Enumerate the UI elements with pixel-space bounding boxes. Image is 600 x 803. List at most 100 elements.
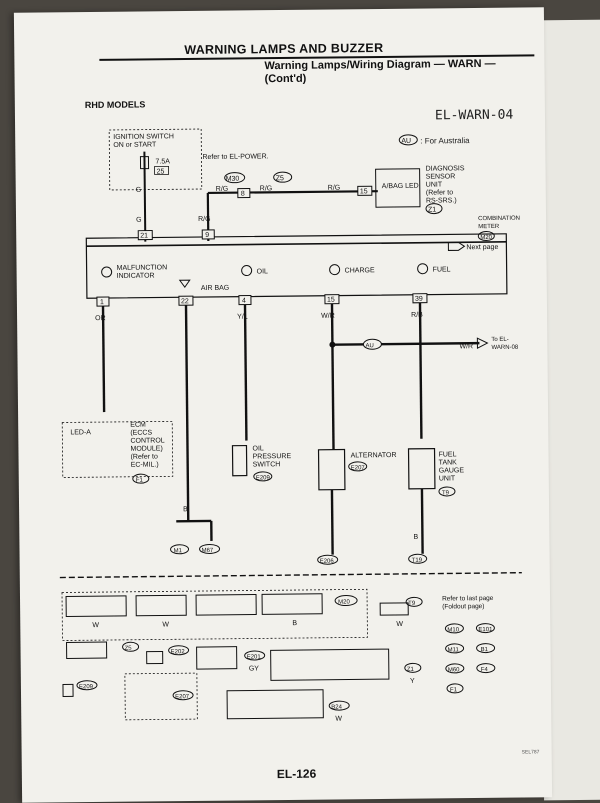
fuel-line: TANK: [439, 459, 458, 466]
terminal-label: 39: [415, 296, 423, 303]
wire-wr: [332, 304, 334, 450]
ecm-led-label: LED-A: [70, 429, 91, 436]
ref-label: B1: [481, 647, 489, 653]
connector-face: [380, 603, 408, 615]
ref-label: F1: [450, 687, 458, 693]
terminal-label: 15: [327, 297, 335, 304]
oil-switch-line: PRESSURE: [253, 453, 292, 460]
au-badge-text: AU: [365, 343, 373, 349]
connector-label: E209: [256, 475, 271, 481]
wire-b-fuel: [422, 489, 423, 554]
fuel-line: GAUGE: [439, 467, 465, 474]
connector-color: W: [396, 621, 403, 628]
ref-label: M60: [448, 667, 460, 673]
diag-line: SENSOR: [426, 173, 456, 180]
connector-label: Z5: [125, 646, 133, 652]
connector-label: Z1: [407, 667, 415, 673]
indicator-label: INDICATOR: [117, 273, 155, 280]
wire-wr-branch: [332, 343, 479, 345]
connector-face: [136, 595, 186, 616]
indicator-label: MALFUNCTION: [117, 264, 168, 272]
terminal-label: 4: [242, 298, 246, 305]
terminal-label: 9: [205, 232, 209, 239]
airbag-led-label: A/BAG LED: [382, 183, 419, 190]
ref-label: F4: [481, 667, 489, 673]
fuse-number: 25: [157, 168, 165, 175]
connector-color: B: [292, 620, 297, 627]
ignition-line2: ON or START: [113, 141, 157, 148]
next-page-label: Next page: [466, 244, 498, 251]
wire-color: R/G: [328, 185, 341, 192]
wire-color: W/R: [321, 313, 335, 320]
oil-switch-line: OIL: [252, 445, 263, 452]
connector-face: [63, 684, 73, 696]
connector-label: M20: [480, 235, 492, 241]
wire-rg: [208, 191, 378, 193]
ecm-line: EC-MIL.): [131, 461, 159, 468]
diag-line: (Refer to: [426, 189, 453, 196]
fuel-lamp-icon: [418, 264, 428, 274]
ref-label: WARN-08: [491, 345, 519, 351]
connector-label: B24: [331, 705, 342, 711]
connector-color: GY: [249, 665, 260, 672]
ecm-line: (Refer to: [131, 453, 158, 460]
wire-color: B: [413, 534, 418, 541]
terminal-label: 8: [241, 191, 245, 198]
connector-face: [196, 594, 256, 615]
connector-label: E201: [247, 654, 262, 660]
connector-face: [147, 651, 163, 663]
wire-g: [144, 152, 145, 242]
connector-face: [262, 594, 322, 615]
wire-color: G: [136, 187, 142, 194]
connector-label: Z1: [428, 207, 436, 214]
ground-label: M1: [174, 548, 183, 554]
diag-line: DIAGNOSIS: [426, 165, 465, 172]
section-divider: [60, 573, 522, 578]
ground-label: E206: [320, 559, 335, 565]
wire-rb: [420, 303, 421, 439]
oil-lamp-icon: [242, 265, 252, 275]
wire-b: [186, 305, 188, 521]
wire-color: B: [183, 506, 188, 513]
charge-lamp-icon: [330, 265, 340, 275]
airbag-diode-icon: [180, 280, 190, 287]
oil-switch-line: SWITCH: [253, 461, 281, 468]
fuel-line: UNIT: [439, 475, 456, 482]
connector-color: W: [335, 716, 342, 723]
splice-dot: [330, 342, 335, 347]
terminal-label: 15: [360, 188, 368, 195]
oil-switch-symbol: [232, 446, 246, 476]
connector-label: T9: [442, 490, 450, 496]
wire-b-alt: [332, 490, 333, 555]
wire-color: OR: [95, 315, 106, 322]
alternator-label: ALTERNATOR: [351, 452, 397, 459]
wire-yl: [245, 305, 246, 441]
wire-color: R/G: [198, 216, 211, 223]
meter-line: METER: [478, 224, 500, 230]
connector-face: [197, 647, 237, 669]
diag-line: UNIT: [426, 181, 443, 188]
connector-color: Y: [410, 678, 415, 685]
meter-bus: [86, 242, 506, 246]
ref-label: E101: [478, 627, 493, 633]
indicator-label: OIL: [257, 268, 268, 275]
ecm-line: (ECCS: [130, 430, 152, 437]
au-badge-text: AU: [401, 138, 411, 145]
connector-color: W: [92, 622, 99, 629]
connector-face: [67, 642, 107, 658]
next-page-arrow: [448, 242, 464, 250]
connector-label: E202: [171, 649, 186, 655]
terminal-label: 1: [100, 299, 104, 306]
ignition-refer: Refer to EL-POWER.: [202, 153, 268, 161]
wire-color: W/R: [459, 343, 473, 350]
ref-label: To EL-: [491, 337, 508, 343]
ground-label: M67: [202, 548, 214, 554]
connector-label: M20: [338, 599, 350, 605]
alternator-symbol: [319, 450, 345, 490]
connector-label: E207: [175, 694, 190, 700]
connector-label: Z5: [276, 175, 284, 182]
refer-line: (Foldout page): [442, 603, 484, 610]
connector-label: M30: [226, 176, 240, 183]
ref-label: M10: [447, 627, 459, 633]
